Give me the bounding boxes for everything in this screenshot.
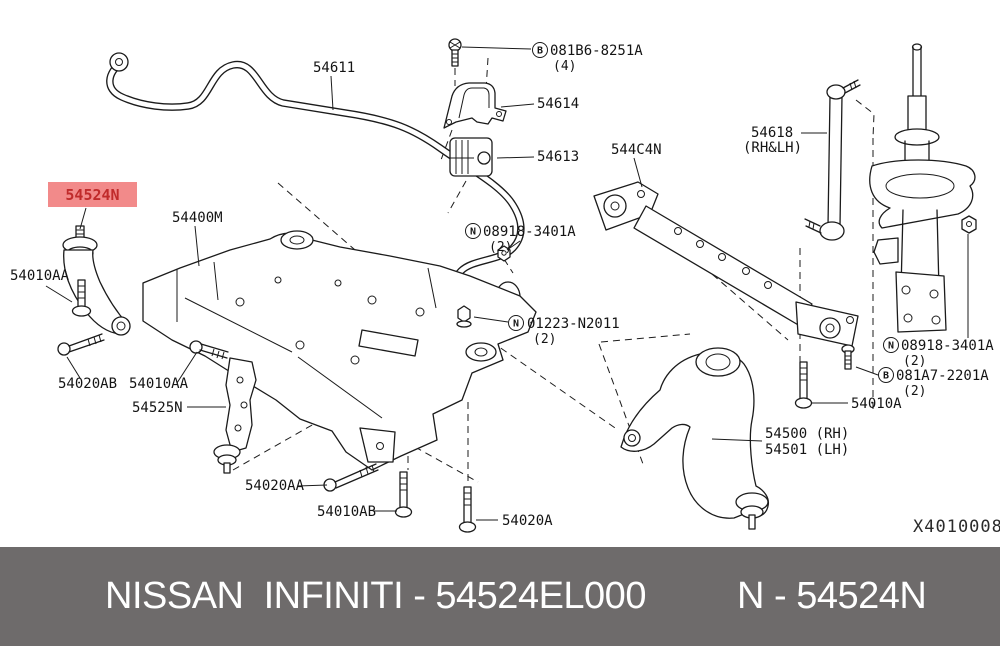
diagram-code-watermark: X4010008 <box>913 517 1000 537</box>
circled-b-top <box>532 42 548 58</box>
qty-08918-mid: (2) <box>489 240 512 255</box>
qty-01223: (2) <box>533 332 556 347</box>
circled-b-top-letter: B <box>537 46 543 57</box>
bracket-54524n-part <box>62 225 131 336</box>
circled-n-01223-letter: N <box>513 319 519 330</box>
part-label-54010a: 54010A <box>851 396 902 412</box>
part-label-54010aa-1: 54010AA <box>10 268 70 284</box>
bracket-54614 <box>443 82 507 129</box>
part-label-54614: 54614 <box>537 96 579 112</box>
suspension-parts-diagram: 54611 B 081B6-8251A (4) 54614 54613 544C… <box>10 38 1000 537</box>
part-label-54500: 54500 (RH) <box>765 426 849 442</box>
clamp-bolt <box>448 38 462 67</box>
bushing-54613 <box>449 137 493 177</box>
footer-part-number: N - 54524N <box>737 575 927 617</box>
highlighted-part-label[interactable]: 54524N <box>65 186 119 204</box>
crossmember-54400m <box>142 230 537 471</box>
part-label-54010aa-2: 54010AA <box>129 376 189 392</box>
part-label-01223-n2011: 01223-N2011 <box>527 316 620 332</box>
circled-b-right-letter: B <box>883 371 889 382</box>
circled-n-mid <box>465 223 481 239</box>
part-label-54501: 54501 (LH) <box>765 442 849 458</box>
circled-n-mid-letter: N <box>470 227 476 238</box>
part-label-54611: 54611 <box>313 60 355 76</box>
link-54618 <box>804 79 861 241</box>
circled-n-right-letter: N <box>888 341 894 352</box>
qty-081a7: (2) <box>903 384 926 399</box>
stay-544c4n <box>593 181 859 347</box>
circled-b-right <box>878 367 894 383</box>
bolt-081a7 <box>841 344 855 370</box>
part-label-54020ab: 54020AB <box>58 376 117 392</box>
bolt-54020aa <box>323 463 379 492</box>
bolt-54010aa-2 <box>189 340 229 360</box>
circled-n-right <box>883 337 899 353</box>
highlight-chip-bg[interactable] <box>48 182 137 207</box>
part-label-54400m: 54400M <box>172 210 223 226</box>
part-label-54010ab: 54010AB <box>317 504 376 520</box>
bolt-54010a <box>794 361 813 409</box>
part-labels: 54611 B 081B6-8251A (4) 54614 54613 544C… <box>10 42 1000 537</box>
bolt-54020ab <box>57 333 105 356</box>
part-label-54020a: 54020A <box>502 513 553 529</box>
part-label-54618-sub: (RH&LH) <box>743 140 802 156</box>
bolt-54010aa-1 <box>71 279 92 317</box>
footer-part-description: NISSAN INFINITI - 54524EL000 <box>105 575 646 617</box>
part-label-081b6-8251a: 081B6-8251A <box>550 43 643 59</box>
qty-08918-right: (2) <box>903 354 926 369</box>
footer-banner: NISSAN INFINITI - 54524EL000 N - 54524N <box>0 547 1000 646</box>
circled-n-01223 <box>508 315 524 331</box>
part-label-54618: 54618 <box>751 125 793 141</box>
nut-08918-right <box>961 215 977 338</box>
leader-lines <box>45 46 879 521</box>
bracket-54525n <box>213 357 257 474</box>
bolt-54010ab <box>394 471 413 518</box>
part-label-54020aa: 54020AA <box>245 478 305 494</box>
part-label-08918-right: 08918-3401A <box>901 338 994 354</box>
strut-assembly <box>869 43 976 333</box>
part-label-08918-mid: 08918-3401A <box>483 224 576 240</box>
part-label-081a7-2201a: 081A7-2201A <box>896 368 989 384</box>
part-label-54525n: 54525N <box>132 400 183 416</box>
part-label-544c4n: 544C4N <box>611 142 662 158</box>
qty-081b6: (4) <box>553 59 576 74</box>
bolt-54020a <box>458 486 477 533</box>
part-label-54613: 54613 <box>537 149 579 165</box>
transverse-link-54500 <box>620 347 770 530</box>
highlighted-part-chip-54524n[interactable]: 54524N <box>48 182 137 207</box>
bolt-01223 <box>456 305 472 328</box>
